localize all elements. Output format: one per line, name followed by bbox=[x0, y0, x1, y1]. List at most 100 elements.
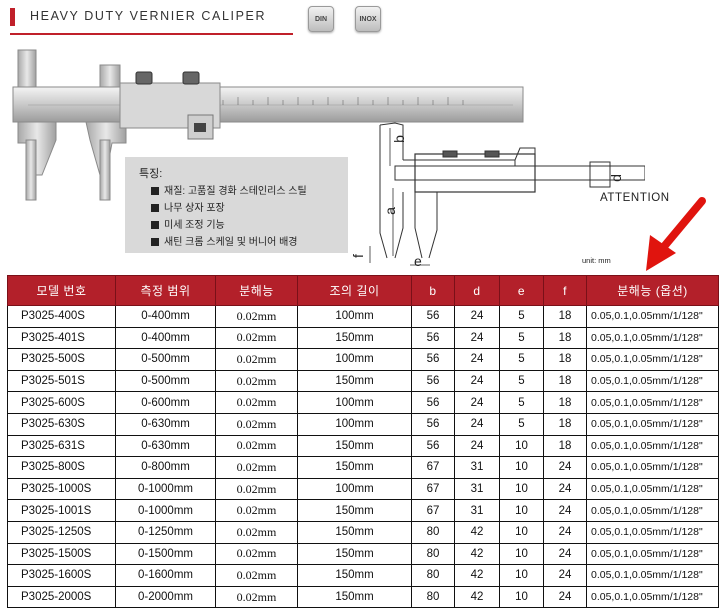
table-cell: 0-500mm bbox=[115, 348, 216, 371]
table-cell: 56 bbox=[411, 305, 455, 328]
feature-item: 미세 조정 기능 bbox=[151, 217, 307, 234]
header-accent-bar bbox=[10, 8, 15, 26]
dimension-drawing bbox=[369, 122, 645, 266]
table-cell: 0-630mm bbox=[115, 412, 216, 436]
column-header-model: 모델 번호 bbox=[7, 275, 116, 306]
table-cell: 56 bbox=[411, 348, 455, 371]
red-arrow-icon bbox=[646, 197, 706, 271]
feature-item: 재질: 고품질 경화 스테인리스 스틸 bbox=[151, 183, 307, 200]
table-cell: 0-400mm bbox=[115, 305, 216, 328]
table-cell: 18 bbox=[543, 348, 587, 371]
table-cell: 0.05,0.1,0.05mm/1/128" bbox=[586, 305, 719, 328]
table-cell: 42 bbox=[454, 585, 500, 608]
table-cell: 0-2000mm bbox=[115, 585, 216, 608]
table-cell: P3025-1000S bbox=[7, 477, 116, 501]
table-cell: 150mm bbox=[297, 520, 412, 544]
table-cell: 24 bbox=[543, 456, 587, 479]
column-header-range: 측정 범위 bbox=[115, 275, 216, 306]
table-cell: 0-600mm bbox=[115, 391, 216, 414]
table-cell: 0.02mm bbox=[215, 456, 298, 479]
table-cell: 150mm bbox=[297, 542, 412, 566]
dim-label-b: b bbox=[390, 135, 407, 143]
inox-badge: INOX bbox=[355, 6, 381, 32]
table-cell: 0.05,0.1,0.05mm/1/128" bbox=[586, 520, 719, 544]
dim-label-e: e bbox=[414, 253, 422, 269]
table-cell: P3025-630S bbox=[7, 412, 116, 436]
table-cell: 0-630mm bbox=[115, 434, 216, 458]
table-cell: P3025-401S bbox=[7, 326, 116, 350]
table-cell: 67 bbox=[411, 456, 455, 479]
square-bullet-icon bbox=[151, 238, 159, 246]
table-cell: 100mm bbox=[297, 305, 412, 328]
table-cell: 24 bbox=[543, 520, 587, 544]
table-cell: 18 bbox=[543, 305, 587, 328]
table-cell: 0.05,0.1,0.05mm/1/128" bbox=[586, 585, 719, 608]
square-bullet-icon bbox=[151, 221, 159, 229]
table-cell: 24 bbox=[454, 305, 500, 328]
table-cell: 80 bbox=[411, 520, 455, 544]
table-cell: 0.02mm bbox=[215, 585, 298, 608]
table-cell: 0-400mm bbox=[115, 326, 216, 350]
table-cell: 5 bbox=[499, 369, 544, 393]
table-cell: 24 bbox=[543, 585, 587, 608]
table-cell: 24 bbox=[454, 348, 500, 371]
table-cell: 150mm bbox=[297, 456, 412, 479]
features-list: 재질: 고품질 경화 스테인리스 스틸 나무 상자 포장 미세 조정 기능 새틴… bbox=[151, 183, 307, 251]
column-header-resolution: 분해능 bbox=[215, 275, 298, 306]
table-cell: 0.05,0.1,0.05mm/1/128" bbox=[586, 348, 719, 371]
caliper-product-image bbox=[12, 49, 524, 201]
table-cell: 10 bbox=[499, 434, 544, 458]
table-cell: 24 bbox=[454, 412, 500, 436]
table-cell: 10 bbox=[499, 456, 544, 479]
table-cell: 0.05,0.1,0.05mm/1/128" bbox=[586, 542, 719, 566]
table-cell: 56 bbox=[411, 391, 455, 414]
unit-label: unit: mm bbox=[582, 256, 611, 265]
table-cell: 10 bbox=[499, 564, 544, 587]
table-cell: 5 bbox=[499, 412, 544, 436]
header-underline bbox=[10, 33, 293, 35]
table-cell: 24 bbox=[454, 369, 500, 393]
table-cell: 42 bbox=[454, 520, 500, 544]
table-cell: 100mm bbox=[297, 391, 412, 414]
table-cell: 24 bbox=[454, 391, 500, 414]
table-cell: P3025-501S bbox=[7, 369, 116, 393]
table-cell: P3025-1500S bbox=[7, 542, 116, 566]
table-cell: 0-1000mm bbox=[115, 477, 216, 501]
table-cell: 0.02mm bbox=[215, 542, 298, 566]
table-cell: 0-1500mm bbox=[115, 542, 216, 566]
table-cell: 0.02mm bbox=[215, 477, 298, 501]
table-cell: 150mm bbox=[297, 564, 412, 587]
features-box: 특징: 재질: 고품질 경화 스테인리스 스틸 나무 상자 포장 미세 조정 기… bbox=[125, 157, 348, 253]
column-header-f: f bbox=[543, 275, 587, 306]
table-cell: 0-1600mm bbox=[115, 564, 216, 587]
table-cell: 0.02mm bbox=[215, 326, 298, 350]
table-cell: 0.02mm bbox=[215, 348, 298, 371]
table-cell: 31 bbox=[454, 477, 500, 501]
table-cell: 24 bbox=[543, 564, 587, 587]
table-cell: 0.02mm bbox=[215, 391, 298, 414]
table-cell: 10 bbox=[499, 477, 544, 501]
table-cell: 56 bbox=[411, 369, 455, 393]
table-cell: 0.05,0.1,0.05mm/1/128" bbox=[586, 412, 719, 436]
table-cell: 24 bbox=[543, 499, 587, 522]
table-cell: 80 bbox=[411, 585, 455, 608]
table-cell: 0.05,0.1,0.05mm/1/128" bbox=[586, 564, 719, 587]
dim-label-f: f bbox=[349, 254, 366, 258]
table-cell: P3025-500S bbox=[7, 348, 116, 371]
table-cell: 0.05,0.1,0.05mm/1/128" bbox=[586, 391, 719, 414]
table-cell: 0.02mm bbox=[215, 412, 298, 436]
table-cell: 80 bbox=[411, 564, 455, 587]
table-cell: 67 bbox=[411, 499, 455, 522]
table-cell: 5 bbox=[499, 348, 544, 371]
table-cell: 0.02mm bbox=[215, 305, 298, 328]
